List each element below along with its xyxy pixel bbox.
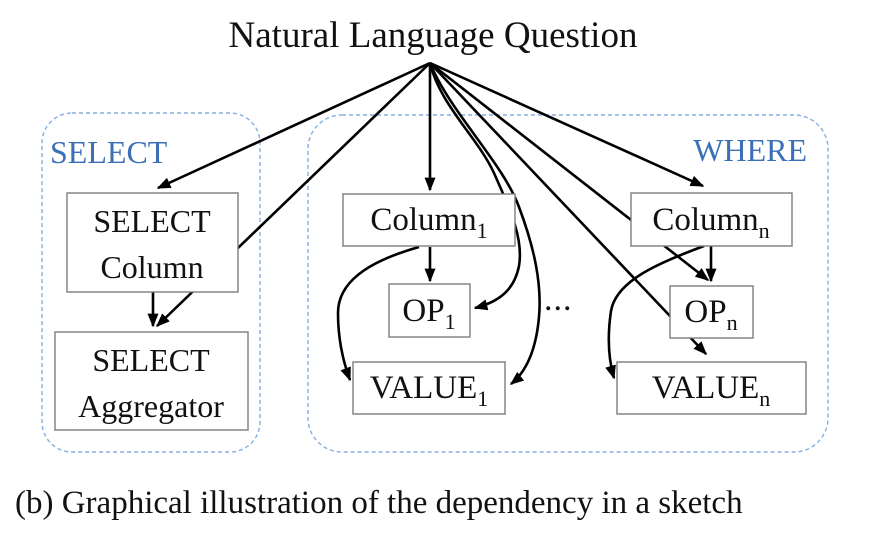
node-select-aggregator-label-line2: Aggregator	[78, 388, 224, 424]
edge-nlq-to-opN	[429, 61, 710, 282]
node-value1-label: VALUE1	[370, 370, 489, 411]
node-valueN	[616, 361, 807, 415]
node-columnN	[630, 192, 793, 247]
node-columnN-label: Columnn	[652, 202, 769, 243]
node-select-column-label-line2: Column	[100, 249, 203, 285]
edge-nlq-to-valueN	[429, 62, 707, 355]
edge-nlq-to-columnN	[429, 61, 705, 188]
node-op1-label: OP1	[402, 293, 455, 334]
diagram-title: Natural Language Question	[229, 15, 638, 56]
node-column1-text: Column	[370, 202, 476, 238]
node-opN-text: OP	[684, 294, 726, 330]
node-select-aggregator-label-line1: SELECT	[92, 342, 210, 378]
node-column1	[342, 193, 516, 247]
node-columnN-text: Column	[652, 202, 758, 238]
edge-nlq-to-value1	[428, 62, 541, 386]
edge-columnN-to-valueN	[605, 244, 705, 380]
node-value1-subscript: 1	[477, 386, 488, 411]
ellipsis-between-clusters: ...	[544, 281, 573, 318]
node-select-column	[66, 192, 239, 293]
node-columnN-subscript: n	[759, 218, 770, 243]
figure-caption: (b) Graphical illustration of the depend…	[15, 485, 743, 521]
edge-nlq-to-select-column	[156, 61, 431, 190]
where-group-box	[307, 114, 829, 453]
node-select-aggregator	[54, 331, 249, 431]
where-group-label: WHERE	[693, 132, 807, 168]
node-value1-text: VALUE	[370, 370, 478, 406]
node-column1-subscript: 1	[477, 218, 488, 243]
edge-column1-to-value1	[336, 245, 420, 382]
node-opN-subscript: n	[727, 310, 738, 335]
node-op1	[388, 283, 471, 338]
select-group-box	[41, 112, 261, 453]
node-opN-label: OPn	[684, 294, 737, 335]
node-value1	[352, 361, 506, 415]
node-select-column-label-line1: SELECT	[93, 203, 211, 239]
node-valueN-text: VALUE	[652, 370, 760, 406]
node-op1-subscript: 1	[445, 309, 456, 334]
select-group-label: SELECT	[50, 134, 168, 170]
node-opN	[669, 285, 754, 339]
node-valueN-label: VALUEn	[652, 370, 771, 411]
node-op1-text: OP	[402, 293, 444, 329]
node-valueN-subscript: n	[759, 386, 770, 411]
node-column1-label: Column1	[370, 202, 487, 243]
